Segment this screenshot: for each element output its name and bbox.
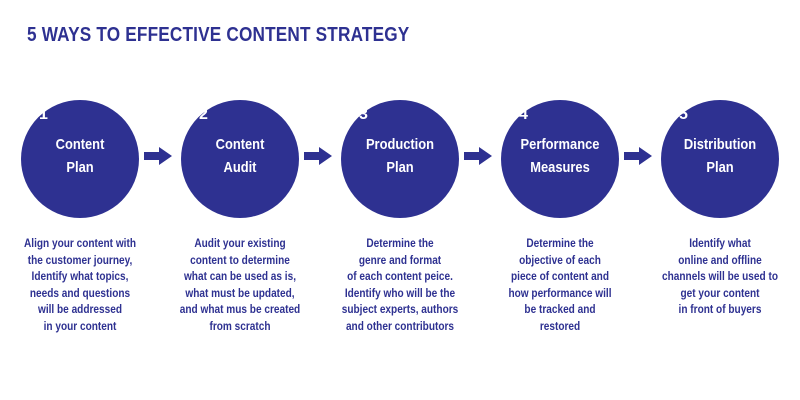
step-circle: 2 Content Audit [181,100,299,218]
step-label-line: Plan [706,159,734,176]
description-line: will be addressed [37,302,123,316]
page-title: 5 WAYS TO EFFECTIVE CONTENT STRATEGY [27,24,410,46]
arrow-right-icon [304,147,332,165]
description-line: genre and format [358,252,442,267]
description-line: in front of buyers [678,302,762,316]
description-line: in your content [43,318,117,333]
description-line: online and offline [678,252,762,267]
step-3: 3 Production Plan Determine the genre an… [320,100,480,360]
description-line: of each content peice. [347,269,453,283]
description-line: the customer journey, [27,252,133,267]
description-line: Identify who will be the [344,285,456,300]
step-2: 2 Content Audit Audit your existing cont… [160,100,320,360]
step-circle: 5 Distribution Plan [661,100,779,218]
step-label: Content Plan [29,133,130,179]
description-line: Identify what [689,236,751,250]
step-5: 5 Distribution Plan Identify what online… [640,100,800,360]
step-label: Distribution Plan [669,133,770,179]
description-line: from scratch [209,318,271,333]
description-line: content to determine [190,252,290,267]
step-label-line: Content [55,136,105,153]
step-label-line: Plan [66,159,94,176]
description-line: and other contributors [345,318,455,333]
arrow-right-icon [144,147,172,165]
step-number: 5 [679,106,688,123]
step-number: 4 [519,106,528,123]
description-line: Determine the [366,236,434,250]
description-line: objective of each [519,252,601,267]
description-line: Determine the [526,236,594,250]
description-line: be tracked and [524,302,596,316]
description-line: restored [539,318,581,333]
description-line: and what mus be created [179,302,301,316]
description-line: subject experts, authors [341,302,459,316]
description-line: channels will be used to [662,269,778,283]
step-label-line: Plan [386,159,414,176]
step-description: Audit your existing content to determine… [164,235,315,334]
description-line: Identify what topics, [31,269,129,283]
step-label-line: Audit [223,159,257,176]
step-label-line: Content [215,136,265,153]
step-number: 3 [359,106,368,123]
step-label: Production Plan [349,133,450,179]
description-line: get your content [680,285,760,300]
description-line: what can be used as is, [183,269,297,283]
step-label: Content Audit [189,133,290,179]
step-label-line: Performance [520,136,600,153]
description-line: needs and questions [29,285,131,300]
step-label: Performance Measures [509,133,610,179]
step-circle: 3 Production Plan [341,100,459,218]
description-line: piece of content and [510,269,610,283]
step-description: Determine the genre and format of each c… [324,235,475,334]
arrow-right-icon [464,147,492,165]
step-4: 4 Performance Measures Determine the obj… [480,100,640,360]
step-label-line: Distribution [683,136,757,153]
step-description: Determine the objective of each piece of… [484,235,635,334]
description-line: Audit your existing [194,236,286,250]
step-label-line: Production [365,136,435,153]
step-description: Align your content with the customer jou… [4,235,155,334]
step-description: Identify what online and offline channel… [644,235,795,318]
step-number: 2 [199,106,208,123]
step-circle: 4 Performance Measures [501,100,619,218]
description-line: Align your content with [23,236,136,250]
description-line: what must be updated, [185,285,295,300]
description-line: how performance will [508,285,612,300]
step-1: 1 Content Plan Align your content with t… [0,100,160,360]
step-label-line: Measures [530,159,590,176]
step-circle: 1 Content Plan [21,100,139,218]
arrow-right-icon [624,147,652,165]
step-number: 1 [39,106,48,123]
